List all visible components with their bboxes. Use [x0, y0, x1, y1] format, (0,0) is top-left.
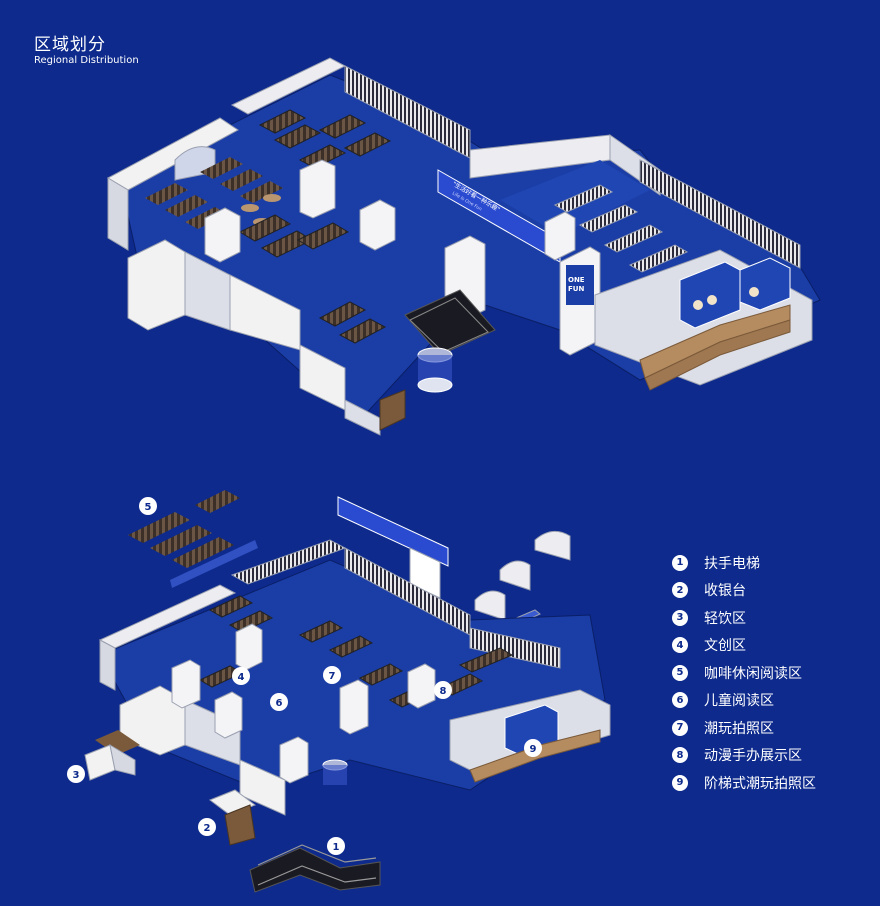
exploded-cylinder	[322, 759, 348, 785]
legend-item: 2 收银台	[672, 577, 816, 605]
legend-item: 8 动漫手办展示区	[672, 742, 816, 770]
anime-display-zone	[500, 160, 689, 273]
escalator-assembled	[404, 289, 496, 356]
exploded-plan: 1 2 3 4 5 6 7 8 9	[67, 490, 611, 893]
page-subtitle: Regional Distribution	[34, 55, 139, 66]
marker-6: 6	[270, 693, 288, 711]
marker-4: 4	[232, 667, 250, 685]
legend-item: 5 咖啡休闲阅读区	[672, 659, 816, 687]
legend-label: 扶手电梯	[704, 555, 760, 572]
legend-number: 8	[672, 747, 688, 764]
brand-text-one: ONE	[568, 276, 585, 284]
svg-text:1: 1	[333, 842, 340, 853]
marker-8: 8	[434, 681, 452, 699]
legend-number: 1	[672, 554, 688, 571]
floating-banner	[337, 496, 449, 599]
legend-number: 9	[672, 774, 688, 791]
legend-label: 潮玩拍照区	[704, 720, 774, 737]
legend-item: 7 潮玩拍照区	[672, 714, 816, 742]
legend-number: 4	[672, 637, 688, 654]
stepped-photo-zone	[594, 249, 813, 391]
legend-label: 咖啡休闲阅读区	[704, 665, 802, 682]
svg-text:7: 7	[329, 671, 336, 682]
legend-number: 2	[672, 582, 688, 599]
legend-label: 轻饮区	[704, 610, 746, 627]
svg-text:6: 6	[276, 698, 283, 709]
zone-markers: 1 2 3 4 5 6 7 8 9	[67, 497, 542, 855]
svg-text:2: 2	[204, 823, 211, 834]
svg-text:5: 5	[145, 502, 152, 513]
marker-3: 3	[67, 765, 85, 783]
marker-5: 5	[139, 497, 157, 515]
svg-text:9: 9	[530, 744, 537, 755]
back-walls	[230, 57, 801, 269]
marker-9: 9	[524, 739, 542, 757]
svg-text:4: 4	[238, 672, 245, 683]
legend-item: 3 轻饮区	[672, 604, 816, 632]
marker-7: 7	[323, 666, 341, 684]
brand-text-fun: FUN	[568, 285, 584, 293]
floating-escalator	[249, 844, 381, 893]
legend-number: 3	[672, 609, 688, 626]
legend-number: 5	[672, 664, 688, 681]
legend-item: 9 阶梯式潮玩拍照区	[672, 769, 816, 797]
legend-number: 7	[672, 719, 688, 736]
floating-arches	[474, 530, 571, 631]
page-title: 区域划分	[34, 35, 106, 55]
legend-item: 6 儿童阅读区	[672, 687, 816, 715]
legend-label: 动漫手办展示区	[704, 748, 802, 765]
marker-1: 1	[327, 837, 345, 855]
zone-legend: 1 扶手电梯 2 收银台 3 轻饮区 4 文创区 5 咖啡休闲阅读区 6 儿童阅读区 7 潮玩…	[672, 549, 816, 797]
legend-label: 儿童阅读区	[704, 693, 774, 710]
svg-text:3: 3	[73, 770, 80, 781]
legend-number: 6	[672, 692, 688, 709]
central-shelving	[238, 109, 392, 344]
exploded-pillars	[171, 623, 436, 784]
exploded-stepped-zone	[449, 689, 611, 783]
svg-text:8: 8	[440, 686, 447, 697]
brand-pillar: ONE FUN	[559, 246, 601, 356]
legend-label: 收银台	[704, 583, 746, 600]
exploded-walls	[98, 539, 561, 816]
left-walls	[127, 239, 406, 436]
legend-label: 文创区	[704, 638, 746, 655]
drinks-counter	[84, 730, 140, 781]
marker-2: 2	[198, 818, 216, 836]
legend-item: 4 文创区	[672, 632, 816, 660]
assembled-plan: "生活好看一种乐趣" Life Is One Fun ONE FUN	[106, 57, 821, 436]
legend-item: 1 扶手电梯	[672, 549, 816, 577]
cashier-counter	[208, 789, 257, 846]
floating-cafe	[128, 490, 240, 568]
cylinder-display	[417, 347, 453, 393]
legend-label: 阶梯式潮玩拍照区	[704, 775, 816, 792]
